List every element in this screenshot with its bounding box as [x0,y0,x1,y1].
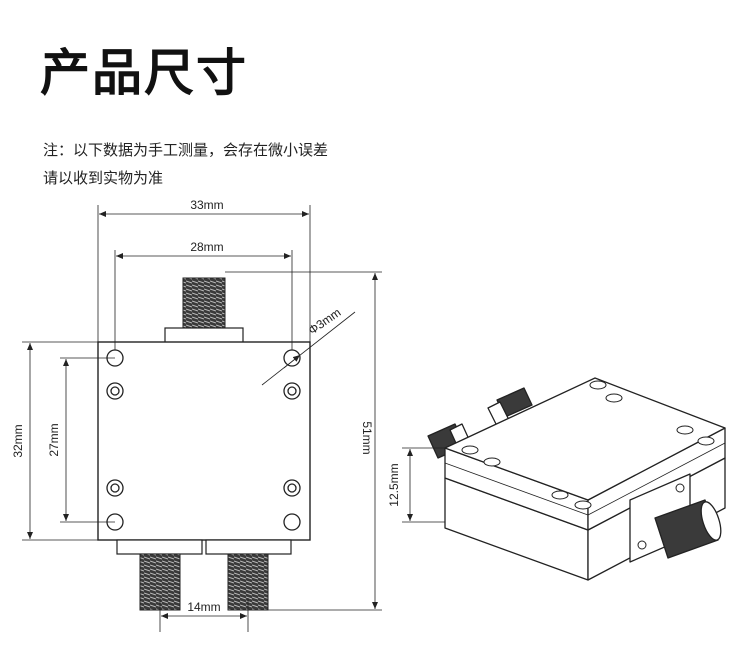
top-view-drawing [97,277,311,611]
measurement-note: 注：以下数据为手工测量，会存在微小误差 请以收到实物为准 [43,136,328,192]
label-hole-spacing-y: 27mm [47,423,61,456]
dim-height-total: 51mm [225,271,382,611]
label-height-total: 51mm [360,421,374,454]
dim-hole-spacing-x: 28mm [114,240,293,350]
top-sma-connector [182,277,226,329]
dim-width-outer: 33mm [97,198,311,342]
label-port-spacing: 14mm [187,600,220,614]
dim-thickness: 12.5mm [387,447,445,523]
iso-top-holes [461,380,715,510]
note-line-1: 注：以下数据为手工测量，会存在微小误差 [43,141,329,159]
dim-height-body: 32mm [11,341,98,541]
mount-hole-bottom-right [283,513,301,531]
bottom-flange-right [205,539,292,555]
housing-body [97,341,311,541]
mount-hole-top-right [283,349,301,367]
page-title: 产品尺寸 [40,44,248,102]
label-hole-spacing-x: 28mm [190,240,223,254]
iso-top-face [444,377,726,501]
bottom-flange-left [116,539,203,555]
note-line-2: 请以收到实物为准 [43,169,164,187]
dim-hole-spacing-y: 27mm [47,357,115,523]
isometric-view-drawing [427,377,726,581]
label-hole-diameter: Φ3mm [306,305,344,337]
label-thickness: 12.5mm [387,463,401,506]
dim-port-spacing: 14mm [159,598,249,632]
label-width-outer: 33mm [190,198,223,212]
label-height-body: 32mm [11,424,25,457]
screws [106,382,301,497]
